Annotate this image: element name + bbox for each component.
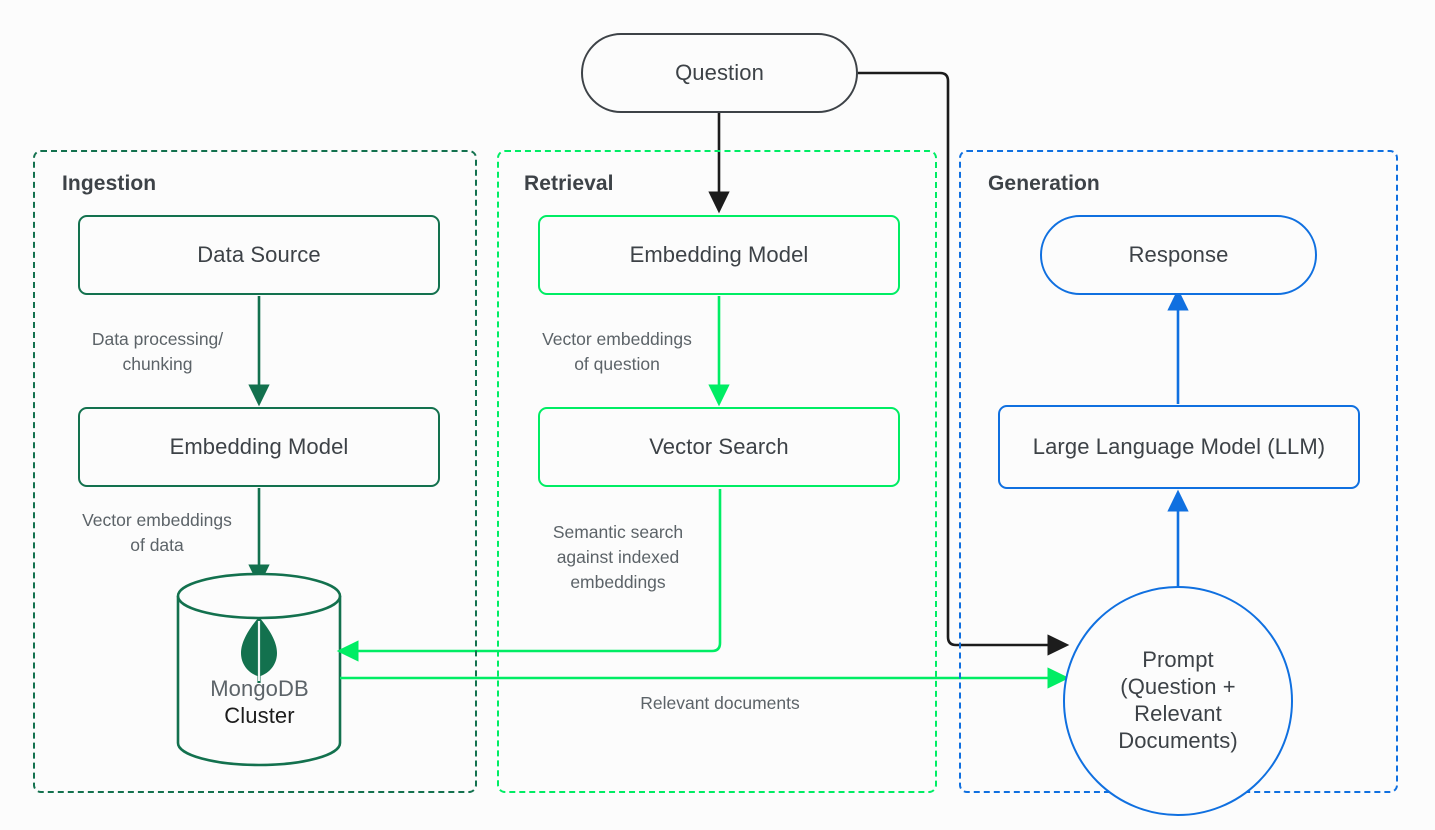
node-vector-search-label: Vector Search [649,433,789,459]
group-retrieval [497,150,937,793]
edge-label-data-processing: Data processing/ chunking [60,327,255,377]
edge-label-semantic-search-line1: Semantic search [552,522,684,542]
edge-vectorsearch-to-mongodb [336,489,722,662]
edge-label-data-processing-line1: Data processing/ [91,329,224,349]
node-retrieval-embedding-model[interactable]: Embedding Model [538,215,900,295]
node-response-label: Response [1128,241,1229,267]
node-prompt-label-line1: Prompt [1142,647,1214,673]
node-prompt[interactable]: Prompt (Question + Relevant Documents) [1063,586,1293,816]
node-data-source-label: Data Source [197,241,321,267]
group-title-retrieval: Retrieval [524,172,614,195]
edge-label-vector-embeddings-question-line1: Vector embeddings [542,329,692,349]
node-prompt-label-line3: Relevant [1134,701,1222,726]
group-title-generation: Generation [988,172,1100,195]
edge-label-semantic-search: Semantic search against indexed embeddin… [519,520,717,595]
node-ingestion-embedding-model-label: Embedding Model [169,433,349,459]
edge-label-relevant-documents: Relevant documents [570,691,870,716]
group-ingestion [33,150,477,793]
edge-label-semantic-search-line3: embeddings [570,571,666,592]
edge-question-to-prompt [858,71,1070,656]
node-response[interactable]: Response [1040,215,1317,295]
node-prompt-label-line4: Documents) [1118,727,1238,753]
node-mongodb-cluster-label-name: MongoDB [210,676,309,702]
node-vector-search[interactable]: Vector Search [538,407,900,487]
node-mongodb-cluster-label-kind: Cluster [224,703,295,728]
node-ingestion-embedding-model[interactable]: Embedding Model [78,407,440,487]
group-title-ingestion: Ingestion [62,172,157,195]
mongodb-leaf-icon [241,617,277,683]
edge-label-vector-embeddings-data-line1: Vector embeddings [82,510,232,530]
node-llm[interactable]: Large Language Model (LLM) [998,405,1360,489]
edge-label-semantic-search-line2: against indexed [556,546,680,567]
node-mongodb-cluster[interactable]: MongoDB Cluster [178,672,341,734]
edge-label-relevant-documents-text: Relevant documents [640,693,800,713]
node-llm-label: Large Language Model (LLM) [1032,433,1326,459]
node-prompt-label-line2: (Question + [1120,674,1236,700]
node-data-source[interactable]: Data Source [78,215,440,295]
node-question[interactable]: Question [581,33,858,113]
edge-label-vector-embeddings-data: Vector embeddings of data [58,508,256,558]
edge-label-vector-embeddings-question-line2: of question [574,353,660,374]
edge-label-vector-embeddings-question: Vector embeddings of question [518,327,716,377]
node-retrieval-embedding-model-label: Embedding Model [629,241,809,267]
node-question-label: Question [675,59,764,85]
edge-label-vector-embeddings-data-line2: of data [130,534,184,555]
edge-label-data-processing-line2: chunking [122,353,193,374]
